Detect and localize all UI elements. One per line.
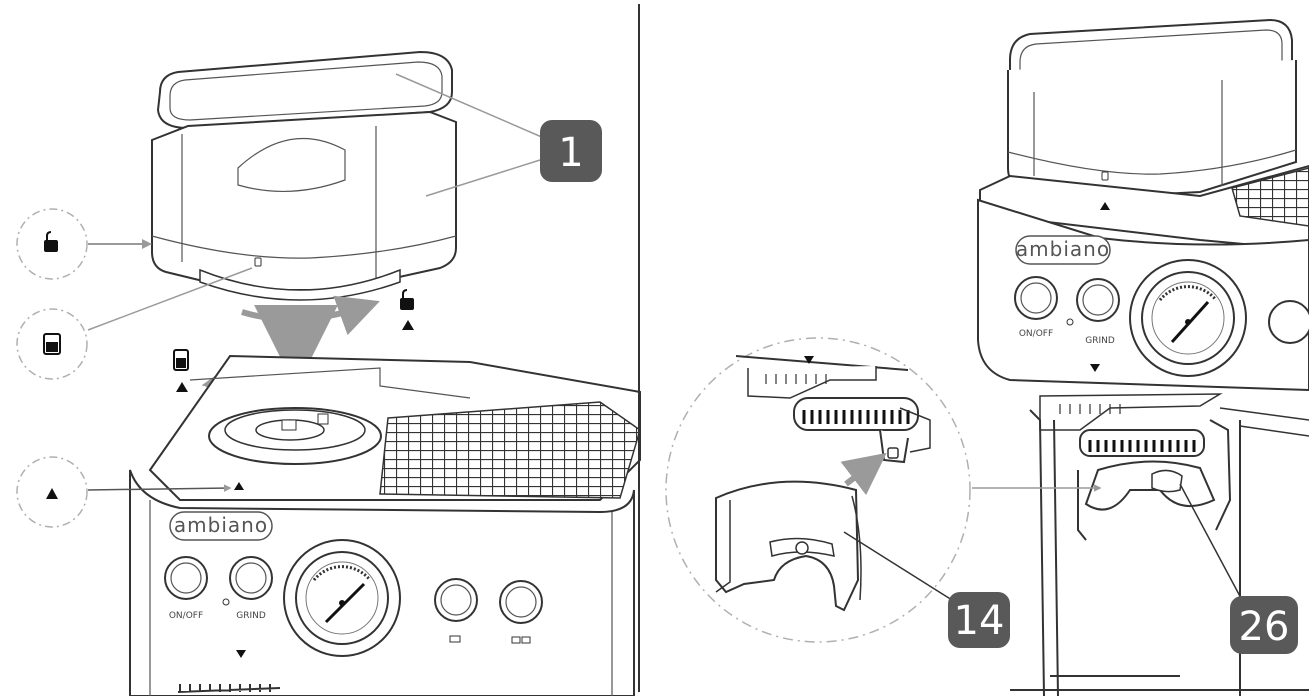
drip-tray: [1010, 675, 1309, 691]
brand-logo: ambiano: [174, 513, 268, 537]
svg-text:1: 1: [558, 130, 583, 176]
right-machine-front: ambiano ON/OFF GRIND: [977, 198, 1309, 392]
double-cup-icon: [511, 636, 531, 644]
detail-magnifier: [665, 337, 971, 643]
lock-icon: [43, 333, 61, 355]
installed-portafilter-holder: [1010, 393, 1309, 696]
hopper-lid: [156, 50, 453, 130]
cup-warmer-grid: [379, 401, 641, 499]
lock-icon: [173, 349, 189, 392]
installed-hopper: [1007, 18, 1297, 198]
machine-alignment-marker: [234, 482, 244, 490]
power-button-label: ON/OFF: [169, 611, 203, 621]
grind-scale: [177, 684, 281, 693]
single-cup-icon: [449, 635, 461, 643]
right-power-label: ON/OFF: [1019, 329, 1053, 339]
left-panel: ambiano ON/OFF GRIND: [16, 50, 641, 696]
right-brand-logo: ambiano: [1016, 237, 1110, 261]
callout-26: 26: [1230, 596, 1298, 654]
rotate-lock-arrow: [241, 295, 380, 336]
machine-front: ambiano ON/OFF GRIND: [129, 469, 635, 696]
right-pressure-gauge: [1129, 259, 1247, 377]
right-grind-label: GRIND: [1085, 336, 1115, 346]
unlock-icon: [400, 289, 414, 330]
triangle-marker-icon: [46, 488, 58, 499]
lock-symbol-callout: [16, 267, 253, 380]
callout-1: 1: [540, 120, 602, 182]
svg-text:26: 26: [1239, 604, 1290, 650]
machine-top: [148, 354, 641, 501]
hopper-body: [151, 110, 457, 301]
callout-14: 14: [948, 592, 1010, 648]
pressure-gauge: [283, 539, 401, 657]
unlock-symbol-callout: [16, 208, 152, 280]
alignment-symbol-callout: [16, 456, 232, 528]
right-cup-warmer-grid: [1231, 167, 1309, 227]
grind-button-label: GRIND: [236, 611, 266, 621]
unlock-icon: [44, 231, 58, 252]
right-panel: ambiano ON/OFF GRIND: [665, 18, 1309, 696]
svg-text:14: 14: [954, 598, 1005, 644]
